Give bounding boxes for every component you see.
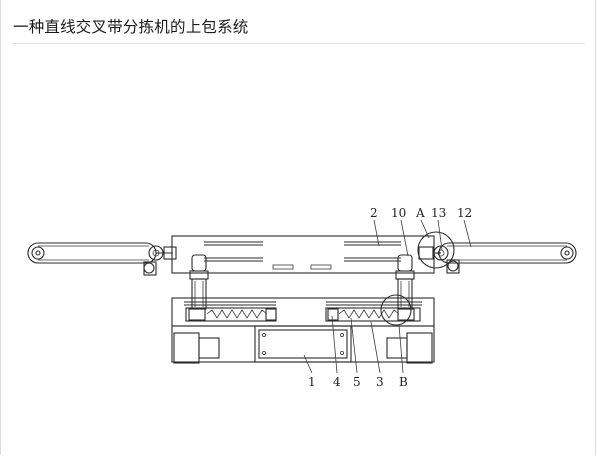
top-plate [171, 235, 435, 274]
label-1: 1 [308, 375, 316, 389]
left-conveyor-belt [27, 242, 177, 276]
label-2: 2 [370, 206, 378, 220]
label-13: 13 [431, 206, 446, 220]
label-10: 10 [391, 206, 406, 220]
label-5: 5 [353, 375, 361, 389]
lower-frame [171, 297, 435, 327]
label-3: 3 [376, 375, 384, 389]
detail-circle-b [380, 294, 412, 326]
label-12: 12 [457, 206, 472, 220]
label-4: 4 [333, 375, 341, 389]
base-assembly [171, 325, 435, 364]
right-conveyor-belt [418, 242, 577, 274]
label-a: A [415, 206, 425, 220]
leader-lines [303, 219, 472, 374]
label-b: B [399, 375, 408, 389]
left-support-column [189, 254, 209, 310]
right-support-column [395, 254, 415, 310]
title-divider [13, 43, 585, 44]
part-labels: 2 10 A 13 12 1 4 5 3 B [308, 206, 472, 389]
page-title: 一种直线交叉带分拣机的上包系统 [13, 18, 249, 36]
detail-circle-a [417, 231, 455, 269]
